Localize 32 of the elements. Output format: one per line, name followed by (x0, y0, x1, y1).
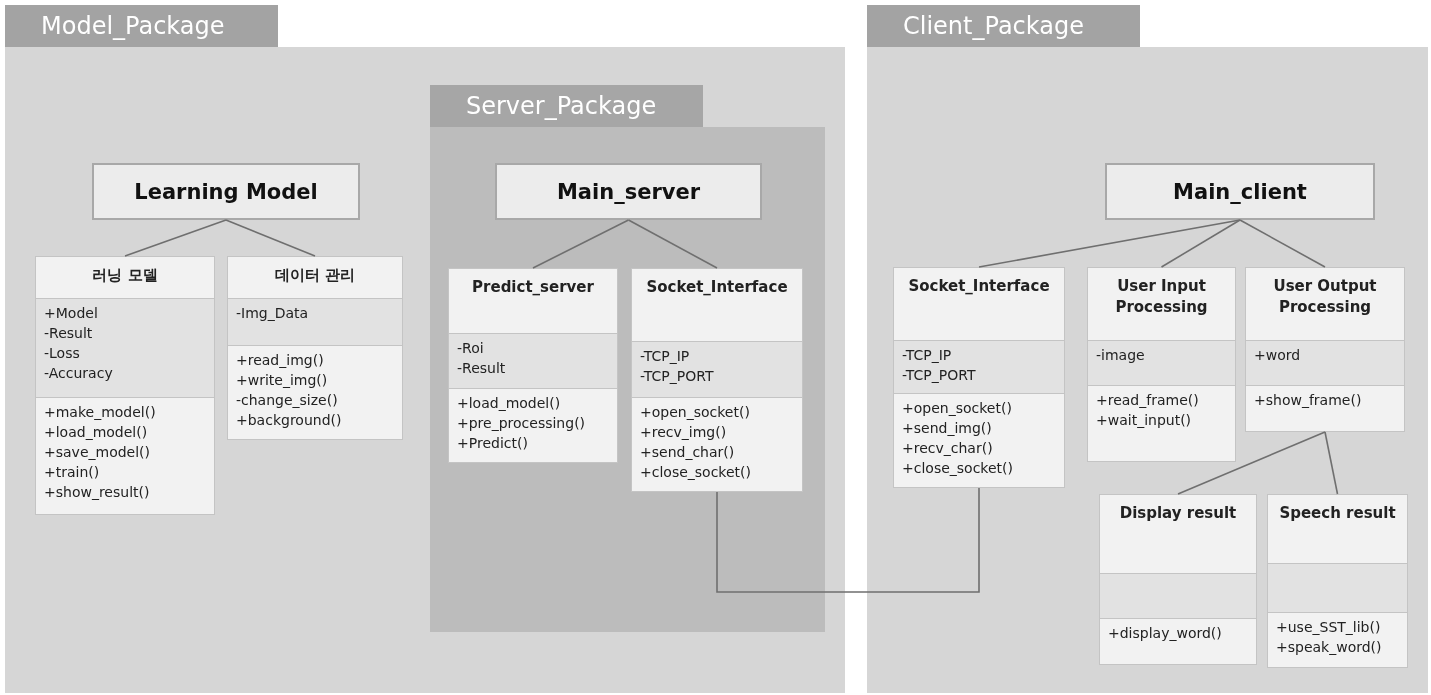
connector-line (1160, 219, 1241, 268)
attribute-section: -TCP_IP -TCP_PORT (894, 341, 1064, 394)
class-box (1099, 494, 1257, 665)
class-box (35, 256, 215, 515)
connector-line (124, 219, 227, 257)
connector-line (532, 219, 630, 269)
class-box: Main_client (1105, 163, 1375, 220)
class-box: Learning Model (92, 163, 360, 220)
package-tab: Server_Package (430, 85, 703, 127)
connector-line (716, 487, 980, 593)
connector-line (1239, 219, 1326, 268)
class-box (1267, 494, 1408, 668)
connector-line (1177, 431, 1326, 495)
connector-line (627, 219, 718, 269)
connector-line (1324, 431, 1339, 495)
attribute-section: -image (1088, 341, 1235, 386)
attribute-section: -Img_Data (228, 299, 402, 346)
package-tab: Client_Package (867, 5, 1140, 47)
class-box (448, 268, 618, 463)
class-box (893, 267, 1065, 488)
class-box (631, 268, 803, 492)
connector-line (978, 219, 1241, 268)
attribute-section: +Model -Result -Loss -Accuracy (36, 299, 214, 398)
attribute-section: +word (1246, 341, 1404, 386)
class-box (227, 256, 403, 440)
class-box: Main_server (495, 163, 762, 220)
package-tab: Model_Package (5, 5, 278, 47)
attribute-section: -TCP_IP -TCP_PORT (632, 342, 802, 398)
attribute-section: -Roi -Result (449, 334, 617, 389)
connector-line (225, 219, 316, 257)
class-box (1245, 267, 1405, 432)
class-box (1087, 267, 1236, 462)
